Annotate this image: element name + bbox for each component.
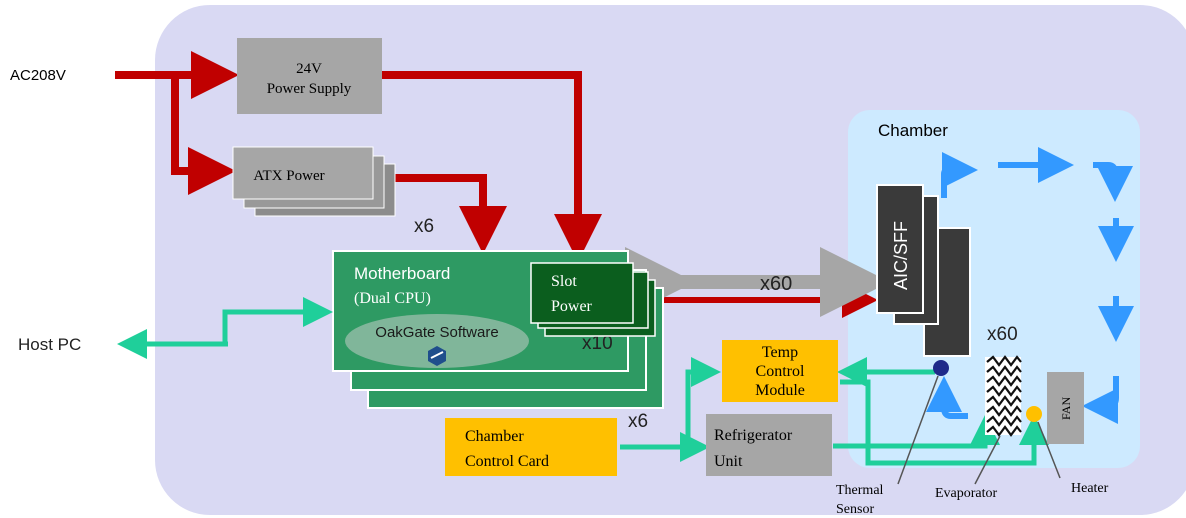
fan-label: FAN — [1059, 397, 1073, 420]
slot-power-label-line2: Power — [551, 298, 593, 315]
ac-input-label: AC208V — [10, 67, 66, 84]
motherboard-count-label: x6 — [628, 411, 648, 432]
refrigerator-label-line2: Unit — [714, 453, 743, 470]
oakgate-software-ellipse — [345, 314, 529, 368]
power-arrow-to-atx — [171, 75, 236, 195]
chamber-control-card-box — [445, 418, 617, 476]
temp-control-label-line2: Control — [756, 363, 805, 380]
motherboard-slot-count-label: x10 — [582, 333, 613, 354]
airflow-bottom-right — [1082, 376, 1119, 424]
temp-control-module-box — [722, 340, 838, 402]
power-supply-box — [237, 38, 382, 114]
power-arrow-supply-to-slot — [382, 71, 602, 262]
callout-pointers — [897, 375, 1061, 485]
device-label: AIC/SFF — [891, 221, 911, 290]
airflow-up-left — [941, 152, 978, 198]
airflow-bottom-left — [926, 376, 968, 419]
airflow-top-right — [1093, 162, 1133, 202]
device-box — [876, 184, 924, 314]
airflow-arrows — [926, 147, 1134, 424]
fan-box — [1047, 372, 1084, 444]
atx-power-box — [232, 146, 374, 200]
control-lines — [117, 297, 1049, 466]
chamber-control-label-line2: Control Card — [465, 453, 549, 470]
chamber-card-to-fridge — [620, 357, 721, 450]
motherboard-label-line1: Motherboard — [354, 264, 450, 283]
oakgate-logo-icon — [428, 346, 446, 366]
thermal-sensor-label-line2: Sensor — [836, 502, 874, 517]
link-count-label: x60 — [760, 273, 792, 295]
evaporator-label: Evaporator — [935, 486, 998, 501]
refrigerator-label-line1: Refrigerator — [714, 427, 793, 444]
refrigerator-to-evaporator — [833, 415, 1000, 449]
atx-count-label: x6 — [414, 216, 434, 237]
chamber-control-label-line1: Chamber — [465, 428, 524, 445]
heater-label: Heater — [1071, 481, 1109, 496]
slot-power-box — [530, 262, 634, 324]
chamber-title: Chamber — [878, 121, 948, 140]
device-count-label: x60 — [987, 324, 1018, 345]
refrigerator-unit-box — [706, 414, 832, 476]
temp-module-to-heater — [840, 379, 1049, 466]
temp-control-label-line3: Module — [755, 382, 805, 399]
thermal-sensor-dot — [933, 360, 949, 376]
temp-control-label-line1: Temp — [762, 344, 798, 361]
slot-power-label-line1: Slot — [551, 273, 577, 290]
host-pc-label: Host PC — [18, 335, 81, 354]
power-supply-label-line1: 24V — [296, 61, 322, 77]
motherboard-label-line2: (Dual CPU) — [354, 290, 431, 307]
power-supply-label-line2: Power Supply — [267, 81, 352, 97]
evaporator-zigzag — [986, 355, 1022, 437]
oakgate-software-label: OakGate Software — [375, 324, 498, 341]
atx-power-label: ATX Power — [253, 168, 324, 184]
heater-dot — [1026, 406, 1042, 422]
thermal-sensor-label-line1: Thermal — [836, 483, 884, 498]
